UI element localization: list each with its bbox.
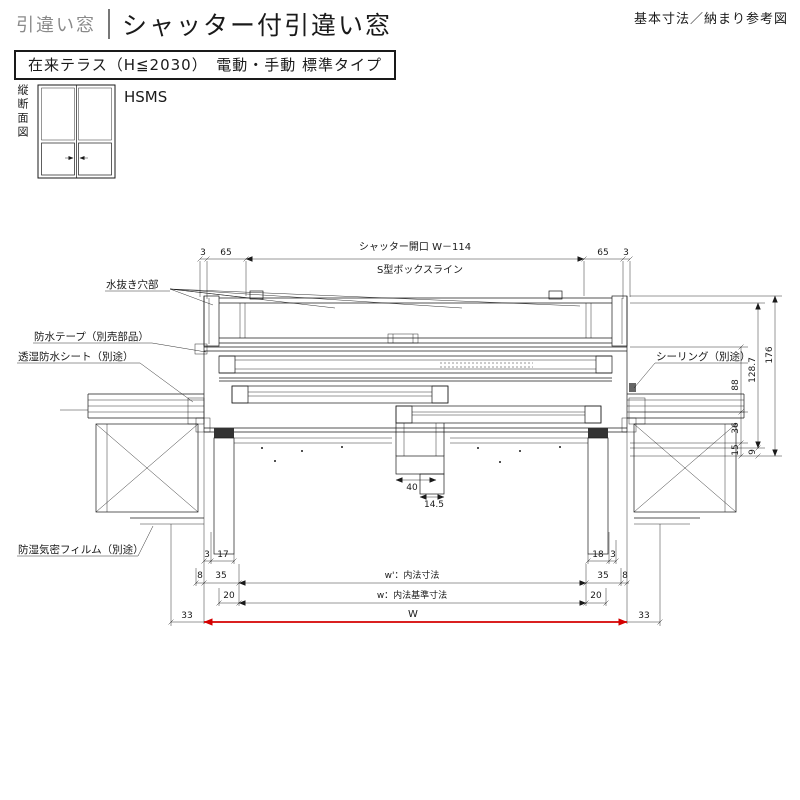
jamb-cap-right — [588, 428, 608, 438]
dim-mid-height: 128.7 — [748, 357, 758, 383]
dim-bottom-left-3: 3 — [204, 550, 210, 560]
overall-width-label: W — [408, 609, 418, 620]
box-line-label: S型ボックスライン — [377, 263, 463, 276]
wall-section-right — [621, 383, 745, 525]
thumb-sash-left — [41, 142, 75, 176]
wall-section-left — [60, 343, 211, 525]
section-thumbnail-block: 縦断面図 HSMS — [14, 84, 167, 179]
sliding-sashes — [204, 385, 627, 433]
spec-box: 在来テラス（H≦2030） 電動・手動 標準タイプ — [14, 50, 396, 80]
dim-top-gap-right: 3 — [623, 248, 629, 258]
dim-bottom-left-33: 33 — [181, 611, 192, 621]
header: 引違い窓 シャッター付引違い窓 基本寸法／納まり参考図 — [16, 6, 788, 42]
dim-sill-36: 36 — [731, 422, 741, 434]
dim-top-frame-left: 65 — [220, 248, 231, 258]
center-meeting-detail: 40 14.5 — [234, 423, 588, 510]
dim-top-gap-left: 3 — [200, 248, 206, 258]
dim-bottom-right-18: 18 — [592, 550, 604, 560]
section-view-label: 縦断面図 — [16, 84, 29, 140]
thumb-sash-right — [78, 142, 112, 176]
breathable-sheet-label: 透湿防水シート（別途） — [18, 350, 134, 363]
dim-bottom-right-20: 20 — [590, 591, 602, 601]
dim-bottom-left-8: 8 — [197, 571, 203, 581]
dim-bottom-right-3: 3 — [610, 550, 616, 560]
dim-sill-9: 9 — [748, 449, 758, 455]
sealing-label: シーリング（別途） — [656, 350, 751, 363]
base-width-label: w：内法基準寸法 — [377, 589, 447, 601]
dim-bottom-left-35: 35 — [215, 571, 226, 581]
waterproof-tape-label: 防水テープ（別売部品） — [34, 330, 149, 343]
section-thumbnail — [37, 84, 116, 179]
window-category-label: 引違い窓 — [16, 15, 96, 36]
dim-sill-15: 15 — [731, 444, 741, 455]
thumb-shutter-left — [41, 87, 75, 141]
dim-bottom-left-17: 17 — [217, 550, 228, 560]
dim-bottom-right-35: 35 — [597, 571, 608, 581]
dim-bottom-left-20: 20 — [223, 591, 235, 601]
product-code: HSMS — [124, 88, 168, 106]
dim-bottom-right-33: 33 — [638, 611, 649, 621]
drain-hole-annotation: 水抜き穴部 — [105, 278, 581, 309]
jamb-right — [587, 437, 609, 555]
sealing-bead — [629, 383, 636, 392]
bottom-dimension-chains: 3 17 18 3 8 35 w'：内法寸法 35 8 20 w：内法基準寸法 … — [168, 432, 663, 626]
window-frame-head — [203, 296, 628, 432]
jamb-columns — [213, 428, 609, 555]
page-title: シャッター付引違い窓 — [122, 11, 393, 40]
dim-center-40: 40 — [406, 483, 418, 493]
vapor-film-label: 防湿気密フィルム（別途） — [18, 543, 144, 556]
dim-center-14-5: 14.5 — [424, 500, 444, 510]
corner-note: 基本寸法／納まり参考図 — [633, 12, 788, 27]
jamb-cap-left — [214, 428, 234, 438]
dim-box-height: 88 — [731, 379, 741, 391]
dim-top-frame-right: 65 — [597, 248, 608, 258]
side-annotations: 防水テープ（別売部品） 透湿防水シート（別途） シーリング（別途） 防湿気密フィ… — [17, 330, 751, 557]
right-dimension-chain: 176 128.7 88 36 15 9 — [630, 295, 782, 459]
inner-width-label: w'：内法寸法 — [385, 569, 440, 581]
shutter-opening-label: シャッター開口 W－114 — [359, 241, 471, 253]
dim-bottom-right-8: 8 — [622, 571, 628, 581]
thumb-shutter-right — [78, 87, 112, 141]
drain-holes-label: 水抜き穴部 — [106, 278, 159, 291]
title-block: 引違い窓 シャッター付引違い窓 — [16, 6, 392, 42]
shutter-box — [203, 290, 628, 347]
main-drawing: 3 65 シャッター開口 W－114 65 3 S型ボックスライン 水抜き穴部 — [17, 241, 782, 626]
jamb-left — [213, 437, 235, 555]
dim-total-height: 176 — [765, 346, 775, 363]
title-divider — [108, 9, 110, 39]
top-dimension-chain: 3 65 シャッター開口 W－114 65 3 S型ボックスライン — [197, 241, 633, 299]
